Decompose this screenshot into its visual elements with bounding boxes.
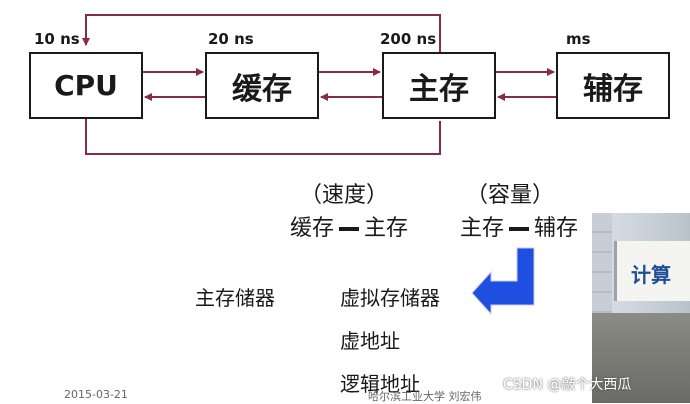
latency-aux: ms [566,30,591,48]
capacity-pair-left: 主存 [460,216,505,241]
video-banner: 计算 [614,241,690,301]
virtual-address-label: 虚地址 [340,329,400,353]
cache-box: 缓存 [205,52,319,119]
main-memory-box-label: 主存 [409,71,469,107]
capacity-pair-dash [509,227,530,231]
latency-cache: 20 ns [208,30,254,48]
logical-address-label: 逻辑地址 [340,372,420,396]
latency-main: 200 ns [380,30,437,48]
video-wall-grid [592,213,612,313]
cpu-box-label: CPU [54,69,118,102]
speed-label: （速度） [300,183,389,208]
aux-memory-box: 辅存 [556,52,670,119]
blue-arrow-icon [471,247,535,316]
top-loop-line [82,14,441,55]
aux-memory-box-label: 辅存 [583,71,643,107]
footer-date: 2015-03-21 [64,388,128,401]
capacity-pair: 主存 辅存 [460,210,578,242]
cache-box-label: 缓存 [232,71,292,107]
speed-pair-dash [339,227,360,231]
footer-school: 哈尔滨工业大学 刘宏伟 [368,390,482,403]
latency-cpu: 10 ns [34,30,80,48]
video-banner-text: 计算 [631,263,671,287]
capacity-pair-right: 辅存 [534,216,579,241]
speed-pair-right: 主存 [364,216,409,241]
main-storage-label: 主存储器 [195,286,275,310]
video-lower-area [592,313,690,403]
csdn-watermark: CSDN @敲个大西瓜 [503,377,632,393]
speed-pair-left: 缓存 [290,216,335,241]
virtual-storage-label: 虚拟存储器 [340,286,440,310]
speed-pair: 缓存 主存 [290,210,408,242]
bottom-loop-line [85,119,441,155]
capacity-label: （容量） [466,183,555,208]
main-memory-box: 主存 [382,52,496,119]
cpu-box: CPU [29,52,143,119]
video-thumbnail: 计算 [592,213,690,403]
